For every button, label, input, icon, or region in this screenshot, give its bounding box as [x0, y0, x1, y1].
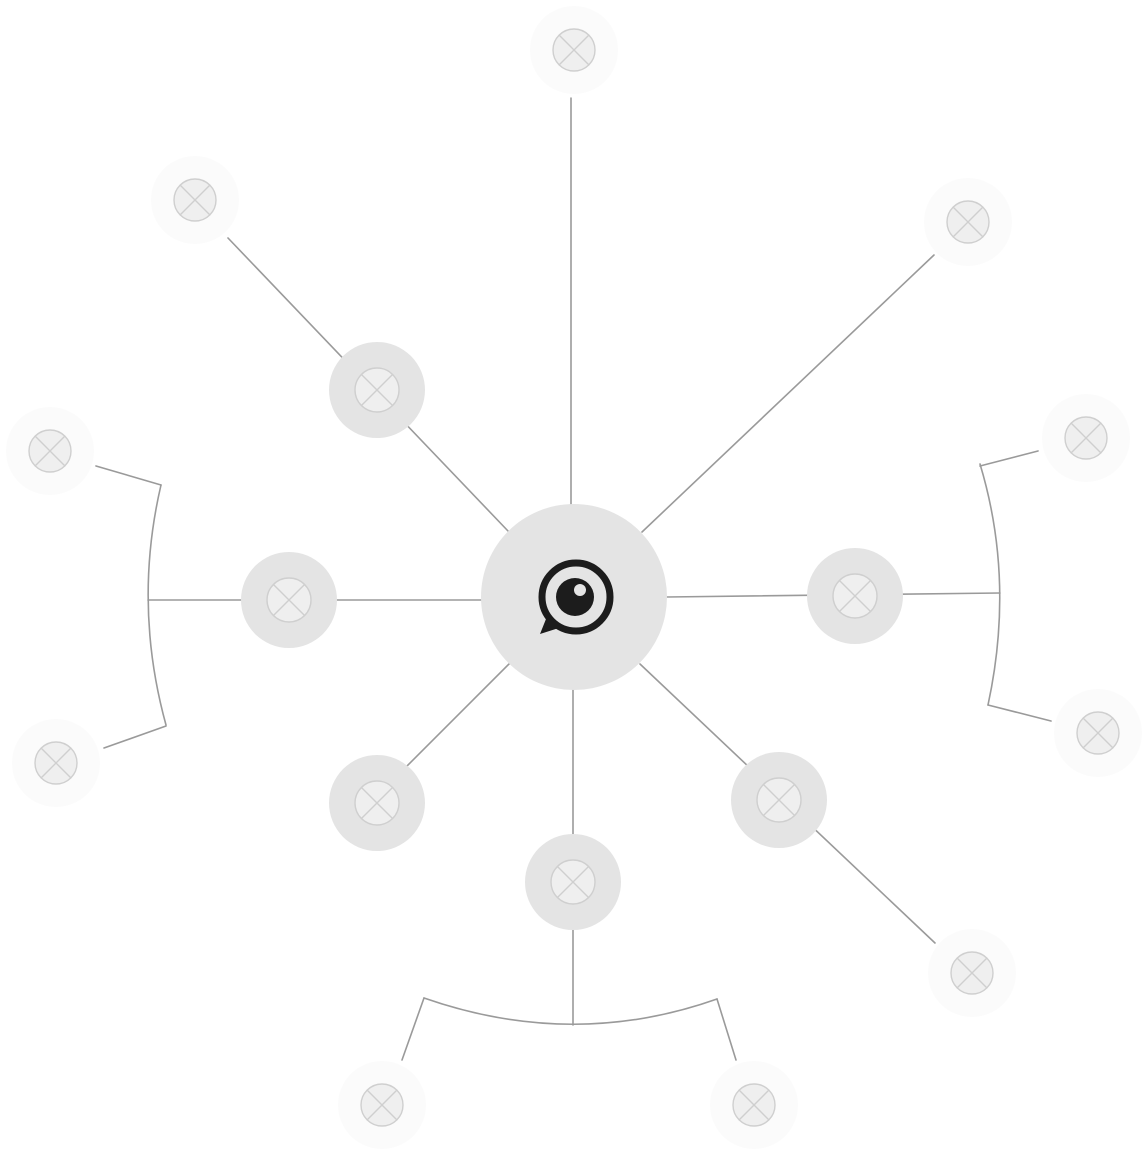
- image-placeholder-icon: [173, 178, 217, 222]
- placeholder-cross-b: [360, 786, 394, 820]
- chat-bubble-eye-icon: [538, 559, 614, 635]
- image-placeholder-icon: [732, 1083, 776, 1127]
- leaf-node-leaf-bottom-left: [338, 1061, 426, 1149]
- image-placeholder-icon: [756, 777, 802, 823]
- placeholder-cross-b: [762, 783, 796, 817]
- image-placeholder-icon: [354, 367, 400, 413]
- image-placeholder-icon: [550, 859, 596, 905]
- image-placeholder-icon: [360, 1083, 404, 1127]
- leaf-node-leaf-upper-left: [151, 156, 239, 244]
- image-placeholder-icon: [950, 951, 994, 995]
- placeholder-cross-b: [956, 957, 988, 989]
- bracket-right-bottom-tick: [987, 704, 1052, 722]
- image-placeholder-icon: [946, 200, 990, 244]
- image-placeholder-icon: [1064, 416, 1108, 460]
- bracket-bottom: [423, 997, 718, 1026]
- image-placeholder-icon: [354, 780, 400, 826]
- image-placeholder-icon: [552, 28, 596, 72]
- leaf-node-leaf-upper-right: [924, 178, 1012, 266]
- placeholder-cross-b: [556, 865, 590, 899]
- placeholder-cross-b: [952, 206, 984, 238]
- hub-icon-ring: [538, 559, 614, 635]
- placeholder-cross-b: [366, 1089, 398, 1121]
- primary-node-primary-right: [807, 548, 903, 644]
- bracket-bottom-left-tick: [401, 997, 425, 1061]
- hub-icon-highlight: [574, 584, 586, 596]
- bracket-bottom-right-tick: [716, 998, 737, 1061]
- placeholder-cross-b: [1070, 422, 1102, 454]
- bracket-left-top-tick: [95, 465, 162, 486]
- placeholder-cross-b: [838, 579, 872, 613]
- primary-node-primary-lower-left: [329, 755, 425, 851]
- image-placeholder-icon: [28, 429, 72, 473]
- image-placeholder-icon: [1076, 711, 1120, 755]
- image-placeholder-icon: [34, 741, 78, 785]
- primary-node-primary-left: [241, 552, 337, 648]
- placeholder-cross-b: [1082, 717, 1114, 749]
- placeholder-cross-b: [558, 34, 590, 66]
- bracket-left: [147, 484, 167, 726]
- leaf-node-leaf-top: [530, 6, 618, 94]
- placeholder-cross-b: [738, 1089, 770, 1121]
- leaf-node-leaf-right-lower: [1054, 689, 1142, 777]
- primary-node-primary-lower-right: [731, 752, 827, 848]
- bracket-right: [979, 463, 1001, 706]
- bracket-right-top-tick: [979, 450, 1039, 467]
- primary-node-primary-upper-left: [329, 342, 425, 438]
- hub-icon-pupil: [556, 578, 594, 616]
- hub-node: [481, 504, 667, 690]
- leaf-node-leaf-bottom-right: [710, 1061, 798, 1149]
- diagram-nodes: [6, 6, 1142, 1149]
- leaf-node-leaf-right-upper: [1042, 394, 1130, 482]
- leaf-node-leaf-left-upper: [6, 407, 94, 495]
- placeholder-cross-b: [40, 747, 72, 779]
- primary-node-primary-bottom: [525, 834, 621, 930]
- bracket-left-bottom-tick: [103, 725, 167, 749]
- spoke-upper-right: [641, 254, 935, 533]
- leaf-node-leaf-lower-right: [928, 929, 1016, 1017]
- placeholder-cross-b: [34, 435, 66, 467]
- leaf-node-leaf-left-lower: [12, 719, 100, 807]
- image-placeholder-icon: [266, 577, 312, 623]
- placeholder-cross-b: [179, 184, 211, 216]
- image-placeholder-icon: [832, 573, 878, 619]
- placeholder-cross-b: [272, 583, 306, 617]
- hub-icon-tail: [540, 614, 562, 634]
- placeholder-cross-b: [360, 373, 394, 407]
- spoke-lower-left: [404, 663, 510, 769]
